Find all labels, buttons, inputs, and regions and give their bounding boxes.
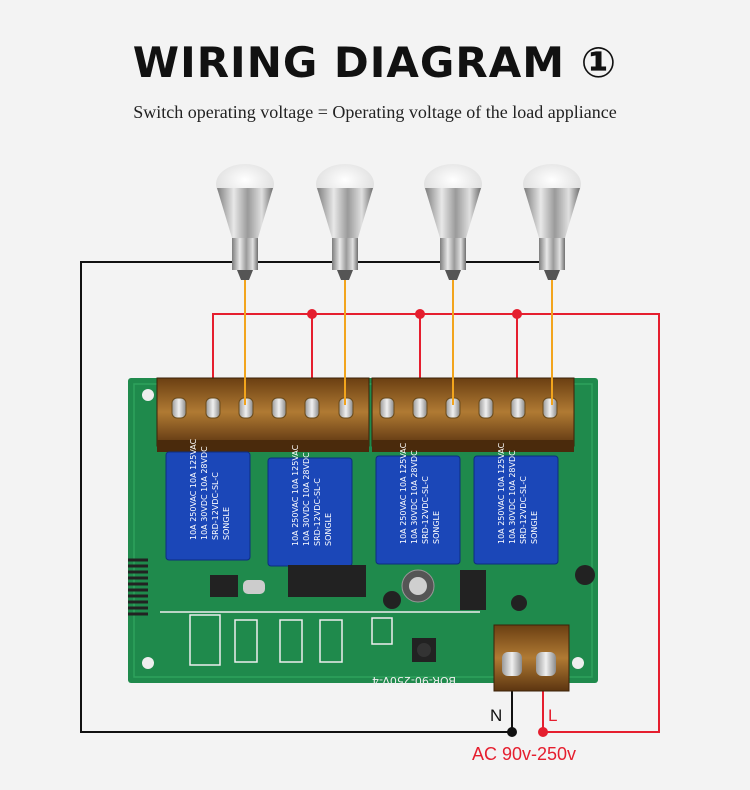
live-wire-junctions: [307, 309, 548, 737]
neutral-label: N: [490, 706, 503, 725]
relay-text-line: 10A 30VDC 10A 28VDC: [200, 446, 209, 540]
load-wires: [244, 278, 553, 405]
relay-text-line: 10A 30VDC 10A 28VDC: [410, 450, 419, 544]
relay-4: [473, 455, 559, 565]
terminal-block-right: [371, 377, 575, 452]
relay-text-line: 10A 30VDC 10A 28VDC: [302, 452, 311, 546]
relay-text-line: 10A 250VAC 10A 125VAC: [399, 442, 408, 544]
relay-text-line: 10A 30VDC 10A 28VDC: [508, 450, 517, 544]
terminal-block-left: [156, 377, 370, 452]
power-terminal: [493, 624, 570, 692]
terminal-screws: [171, 397, 558, 419]
antenna-coil: [128, 558, 148, 616]
relay-text-line: SRD-12VDC-SL-C: [519, 476, 528, 544]
bulb-1: [216, 164, 274, 280]
relay-text-line: SONGLE: [324, 513, 333, 546]
relay-text-line: 10A 250VAC 10A 125VAC: [497, 442, 506, 544]
relay-text-line: 10A 250VAC 10A 125VAC: [291, 444, 300, 546]
board-components: [210, 565, 595, 662]
relay-text-line: SONGLE: [530, 511, 539, 544]
relay-text-line: 10A 250VAC 10A 125VAC: [189, 438, 198, 540]
relay-text-line: SRD-12VDC-SL-C: [421, 476, 430, 544]
diagram-subtitle: Switch operating voltage = Operating vol…: [133, 102, 617, 122]
relay-3: [375, 455, 461, 565]
relay-1: [165, 451, 251, 561]
relay-text-line: SRD-12VDC-SL-C: [211, 472, 220, 540]
bulb-4: [523, 164, 581, 280]
diagram-title: WIRING DIAGRAM ①: [132, 38, 618, 87]
live-label: L: [548, 706, 558, 725]
bulb-3: [424, 164, 482, 280]
board-label: BOR-90-250V-4: [372, 674, 456, 687]
relay-text-line: SONGLE: [222, 507, 231, 540]
relay-text-line: SRD-12VDC-SL-C: [313, 478, 322, 546]
bulb-2: [316, 164, 374, 280]
power-supply-label: AC 90v-250v: [472, 744, 577, 764]
relay-text-line: SONGLE: [432, 511, 441, 544]
neutral-junction: [507, 727, 517, 737]
